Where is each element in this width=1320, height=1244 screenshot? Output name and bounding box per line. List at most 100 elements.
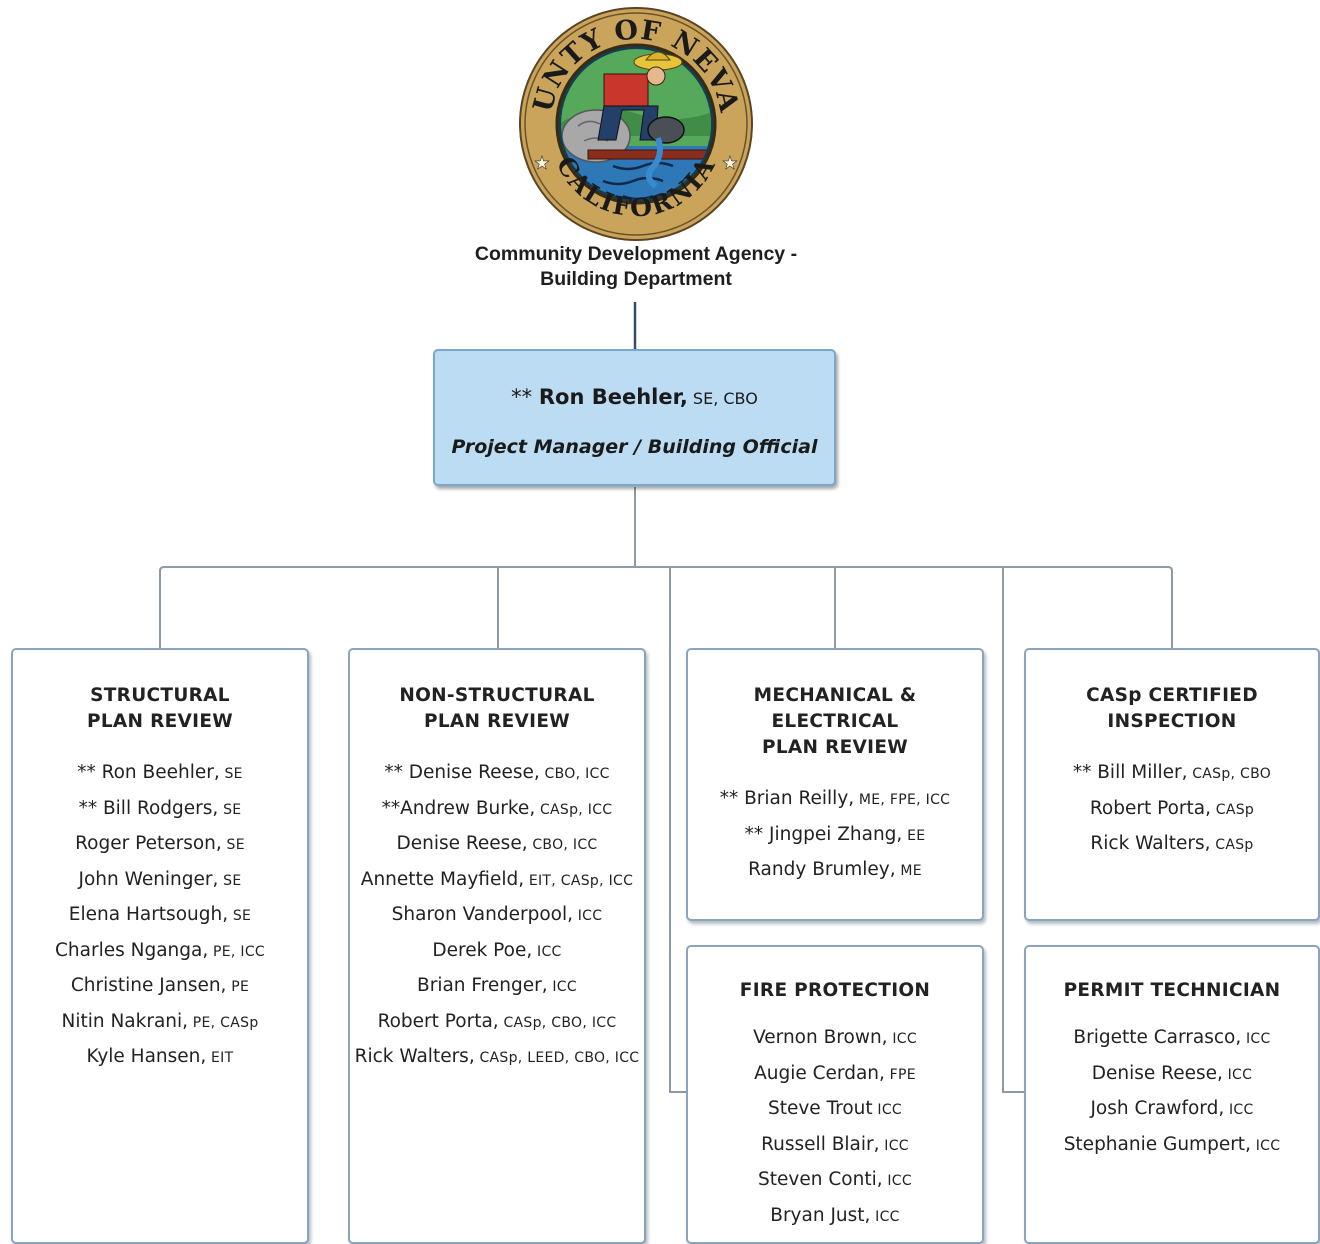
staff-credentials: CBO, ICC [527,837,598,853]
svg-text:★: ★ [722,153,738,174]
staff-name: Bryan Just, [770,1204,871,1226]
staff-name: Robert Porta, [377,1010,499,1032]
staff-member: Robert Porta, CASp, CBO, ICC [350,1005,644,1041]
staff-member: Brigette Carrasco, ICC [1026,1021,1318,1057]
staff-name: Elena Hartsough, [68,904,229,925]
staff-member: Charles Nganga, PE, ICC [13,934,307,970]
mechanical-electrical-plan-review-box: MECHANICAL & ELECTRICAL PLAN REVIEW ** B… [686,648,984,921]
staff-member: Rick Walters, CASp, LEED, CBO, ICC [350,1040,644,1076]
staff-name: Sharon Vanderpool, [391,904,573,925]
staff-member: Elena Hartsough, SE [13,898,307,934]
staff-credentials: ICC [879,1137,909,1154]
building-official-box: ** Ron Beehler, SE, CBO Project Manager … [433,349,836,486]
staff-name: Russell Blair, [761,1133,880,1155]
staff-member: Nitin Nakrani, PE, CASp [13,1005,307,1041]
staff-member: Annette Mayfield, EIT, CASp, ICC [350,863,644,899]
staff-name: Denise Reese, [396,833,528,854]
staff-name: Augie Cerdan, [754,1062,885,1084]
staff-member: ** Bill Miller, CASp, CBO [1026,756,1318,792]
staff-member: Denise Reese, ICC [1026,1057,1318,1093]
staff-name: Randy Brumley, [748,859,896,880]
staff-member: Steven Conti, ICC [688,1163,982,1199]
staff-member: John Weninger, SE [13,863,307,899]
staff-name: **Andrew Burke, [381,797,536,819]
staff-member: Augie Cerdan, FPE [688,1057,982,1093]
staff-credentials: ICC [887,1031,917,1047]
staff-credentials: SE [218,801,242,818]
staff-credentials: EIT [206,1050,234,1066]
staff-credentials: ME, FPE, ICC [854,792,951,808]
staff-credentials: CBO, ICC [539,766,610,782]
staff-name: Stephanie Gumpert, [1063,1133,1251,1155]
staff-member: Denise Reese, CBO, ICC [350,827,644,863]
staff-credentials: ICC [532,943,562,960]
staff-name: Roger Peterson, [75,833,222,854]
staff-credentials: PE, CASp [188,1014,259,1031]
department-title: NON-STRUCTURAL PLAN REVIEW [399,685,595,732]
staff-credentials: ICC [882,1173,912,1189]
staff-name: Robert Porta, [1089,797,1212,819]
staff-member: ** Jingpei Zhang, EE [688,818,982,854]
department-title: STRUCTURAL PLAN REVIEW [86,685,233,732]
staff-member: **Andrew Burke, CASp, ICC [350,792,644,828]
staff-name: Christine Jansen, [70,975,227,996]
department-title: MECHANICAL & ELECTRICAL PLAN REVIEW [753,685,917,758]
staff-credentials: CASp, CBO [1187,766,1272,782]
casp-certified-inspection-box: CASp CERTIFIED INSPECTION ** Bill Miller… [1024,648,1320,921]
svg-text:★: ★ [534,153,550,174]
head-title: Project Manager / Building Official [451,436,818,458]
staff-credentials: CASp [1210,837,1254,853]
staff-credentials: ICC [872,1102,902,1118]
staff-name: ** Bill Miller, [1072,762,1188,783]
agency-title: Community Development Agency - Building … [400,242,872,292]
staff-name: ** Jingpei Zhang, [744,823,903,845]
staff-credentials: ICC [573,908,603,924]
staff-credentials: PE, ICC [208,943,265,960]
staff-credentials: ICC [1241,1031,1271,1047]
staff-member: Brian Frenger, ICC [350,969,644,1005]
staff-member: Josh Crawford, ICC [1026,1092,1318,1128]
department-title: PERMIT TECHNICIAN [1063,980,1281,1001]
staff-name: Steve Trout [767,1098,873,1119]
staff-name: Annette Mayfield, [360,868,525,890]
staff-credentials: CASp, LEED, CBO, ICC [474,1050,640,1066]
county-seal-logo: COUNTY OF NEVADA CALIFORNIA ★ ★ [518,6,753,241]
staff-credentials: ICC [870,1208,900,1225]
staff-member: Steve Trout ICC [688,1092,982,1128]
staff-credentials: CASp, ICC [535,801,613,818]
staff-name: Rick Walters, [354,1046,475,1067]
staff-member: ** Ron Beehler, SE [13,756,307,792]
staff-member: ** Denise Reese, CBO, ICC [350,756,644,792]
department-title: FIRE PROTECTION [739,980,931,1001]
staff-name: Brigette Carrasco, [1073,1027,1242,1048]
staff-credentials: ICC [1224,1102,1254,1118]
staff-name: ** Ron Beehler, [77,762,220,783]
staff-member: Sharon Vanderpool, ICC [350,898,644,934]
staff-credentials: SE [228,908,252,924]
staff-credentials: ICC [1250,1137,1281,1154]
permit-technician-box: PERMIT TECHNICIAN Brigette Carrasco, ICC… [1024,945,1320,1244]
staff-name: Kyle Hansen, [86,1046,207,1067]
staff-member: Randy Brumley, ME [688,853,982,889]
staff-member: Russell Blair, ICC [688,1128,982,1164]
head-name: Ron Beehler, [538,385,688,409]
head-credentials: SE, CBO [687,389,758,408]
staff-name: Brian Frenger, [417,975,548,996]
staff-credentials: ICC [1222,1066,1253,1083]
staff-credentials: SE [218,872,242,889]
staff-name: ** Bill Rodgers, [78,797,219,819]
staff-name: Charles Nganga, [55,939,209,961]
member-list: ** Denise Reese, CBO, ICC**Andrew Burke,… [350,756,644,1076]
staff-credentials: EIT, CASp, ICC [524,872,634,889]
staff-member: Vernon Brown, ICC [688,1021,982,1057]
staff-name: ** Brian Reilly, [719,788,855,809]
staff-credentials: ICC [547,979,577,995]
staff-name: Steven Conti, [758,1169,883,1190]
agency-title-line1: Community Development Agency - [474,243,798,265]
department-title: CASp CERTIFIED INSPECTION [1086,685,1258,732]
member-list: ** Brian Reilly, ME, FPE, ICC ** Jingpei … [688,782,982,889]
